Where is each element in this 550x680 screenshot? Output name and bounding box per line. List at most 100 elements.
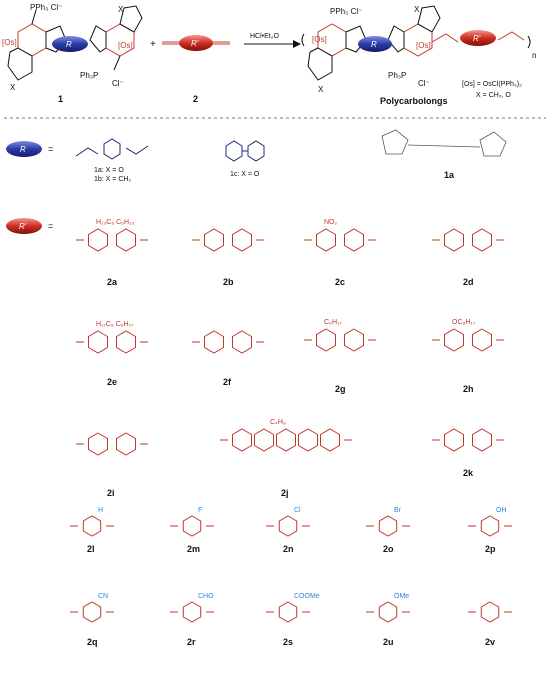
r-structure-1c xyxy=(225,140,265,162)
r-label-p: R xyxy=(371,40,377,49)
r-prime-label-2q: 2q xyxy=(87,637,98,647)
r-prime-substituent-2c: NO₂ xyxy=(324,219,338,226)
r-prime-structure-2r xyxy=(170,601,214,623)
pph3-label-1: PPh₃ Cl⁻ xyxy=(30,3,62,12)
r-prime-label-2e: 2e xyxy=(107,377,117,387)
pph3-label-1b: Ph₃P xyxy=(80,71,98,80)
r-prime-substituent-2l: H xyxy=(98,507,103,514)
os-label-p1: [Os] xyxy=(312,35,327,44)
r-prime-structure-2e xyxy=(76,330,148,354)
r-prime-structure-2u xyxy=(366,601,410,623)
r-prime-structure-2j xyxy=(220,428,352,452)
pph3-label-p: PPh₃ Cl⁻ xyxy=(330,7,362,16)
r-prime-label-2l: 2l xyxy=(87,544,95,554)
r-ellipse-1 xyxy=(52,36,88,52)
r-prime-structure-2i xyxy=(76,432,148,456)
legend-x: X = CH₂, O xyxy=(476,92,511,99)
r-prime-substituent-2j: C₄H₉ xyxy=(270,419,286,426)
r-prime-label-p: R' xyxy=(473,34,481,43)
r-prime-label-key: R' xyxy=(19,222,27,231)
r-prime-label-2f: 2f xyxy=(223,377,232,387)
r-prime-structure-2s xyxy=(266,601,310,623)
r-prime-label-2m: 2m xyxy=(187,544,200,554)
cl-label-p: Cl⁻ xyxy=(418,79,430,88)
reactant-1 xyxy=(7,5,143,81)
r-prime-label-2: R' xyxy=(191,39,199,48)
r-prime-structure-2b xyxy=(192,228,264,252)
r-equals: = xyxy=(48,144,53,154)
os-label-p2: [Os] xyxy=(416,41,431,50)
r-prime-structure-2n xyxy=(266,515,310,537)
r-prime-structure-2a xyxy=(76,228,148,252)
r-prime-structure-2h xyxy=(432,328,504,352)
r-prime-structure-2o xyxy=(366,515,410,537)
r-prime-substituent-2h: OC₈H₁₇ xyxy=(452,319,476,326)
n-label: n xyxy=(532,51,536,60)
reactant-2 xyxy=(162,41,230,45)
r-prime-substituent-2m: F xyxy=(198,507,202,514)
r-prime-label-2r: 2r xyxy=(187,637,196,647)
r-prime-structure-2d xyxy=(432,228,504,252)
r-prime-label-2s: 2s xyxy=(283,637,293,647)
r-prime-label-2i: 2i xyxy=(107,488,115,498)
r-prime-substituent-2e: H₁₇C₈ C₈H₁₇ xyxy=(96,321,134,328)
r-prime-substituent-2n: Cl xyxy=(294,507,301,514)
r-prime-substituent-2q: CN xyxy=(98,593,108,600)
r-structure-1ab xyxy=(75,138,149,160)
r-ellipse-key xyxy=(6,141,42,157)
xray-structure xyxy=(381,129,507,157)
product-polycarbolong xyxy=(301,5,531,81)
r-label-1: R xyxy=(66,40,72,49)
x-label-1b: X xyxy=(118,5,124,14)
r-prime-equals: = xyxy=(48,221,53,231)
r-prime-label-2j: 2j xyxy=(281,488,289,498)
r-prime-structure-2v xyxy=(468,601,512,623)
pph3b-label-p: Ph₃P xyxy=(388,71,406,80)
r-prime-label-2u: 2u xyxy=(383,637,394,647)
label-1c: 1c: X = O xyxy=(230,171,260,178)
x-label-1: X xyxy=(10,83,16,92)
legend-os: [Os] = OsCl(PPh₃)₂ xyxy=(462,81,522,88)
r-prime-structure-2k xyxy=(432,428,504,452)
r-prime-label-2h: 2h xyxy=(463,384,474,394)
r-prime-label-2c: 2c xyxy=(335,277,345,287)
r-prime-structure-2p xyxy=(468,515,512,537)
x-label-p2: X xyxy=(414,5,420,14)
r-prime-ellipse-2 xyxy=(179,35,213,51)
os-label-1a: [Os] xyxy=(2,38,17,47)
r-prime-label-2v: 2v xyxy=(485,637,495,647)
r-prime-substituent-2a: H₁₃C₆ C₆H₁₃ xyxy=(96,219,134,226)
plus-sign: + xyxy=(150,39,156,50)
r-prime-ellipse-p xyxy=(460,30,496,46)
label-1ab-a: 1a: X = O xyxy=(94,167,124,174)
r-prime-substituent-2s: COOMe xyxy=(294,593,320,600)
label-xray: 1a xyxy=(444,170,455,180)
cl-label-1: Cl⁻ xyxy=(112,79,124,88)
r-ellipse-p xyxy=(358,36,392,52)
r-prime-structure-2f xyxy=(192,330,264,354)
r-prime-structure-2c xyxy=(304,228,376,252)
r-prime-structure-2g xyxy=(304,328,376,352)
r-prime-label-2n: 2n xyxy=(283,544,294,554)
r-prime-label-2p: 2p xyxy=(485,544,496,554)
r-prime-substituent-2o: Br xyxy=(394,507,402,514)
r-prime-ellipse-key xyxy=(6,218,42,234)
r-prime-label-2k: 2k xyxy=(463,468,474,478)
r-prime-substituent-2u: OMe xyxy=(394,593,409,600)
product-name: Polycarbolongs xyxy=(380,96,448,106)
os-label-1b: [Os] xyxy=(118,41,133,50)
r-label-key: R xyxy=(20,145,26,154)
r-prime-label-2a: 2a xyxy=(107,277,118,287)
compound-number-2: 2 xyxy=(193,94,198,104)
label-1ab-b: 1b: X = CH₂ xyxy=(94,176,131,183)
r-prime-structure-2m xyxy=(170,515,214,537)
r-prime-label-2d: 2d xyxy=(463,277,474,287)
x-label-p: X xyxy=(318,85,324,94)
r-prime-label-2o: 2o xyxy=(383,544,394,554)
r-prime-label-2b: 2b xyxy=(223,277,234,287)
r-prime-structure-2l xyxy=(70,515,114,537)
r-prime-structure-2q xyxy=(70,601,114,623)
